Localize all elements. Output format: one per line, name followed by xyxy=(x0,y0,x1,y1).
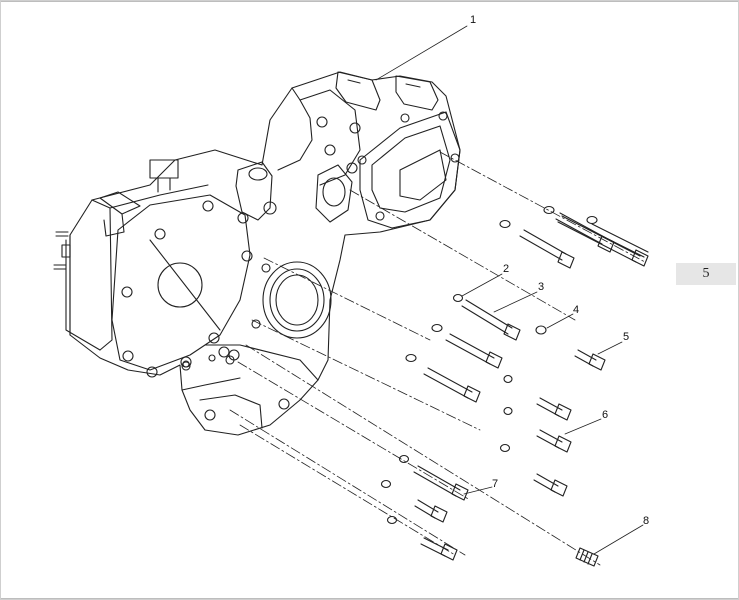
fasteners xyxy=(380,205,649,567)
washer-item-2 xyxy=(452,293,464,303)
long-bolt-4 xyxy=(555,212,615,253)
callout-3: 3 xyxy=(538,281,544,293)
washer xyxy=(499,219,511,229)
frame-bottom-rule xyxy=(1,598,738,599)
bolt-item-5 xyxy=(574,349,606,371)
callout-4: 4 xyxy=(573,304,579,316)
callout-leaders xyxy=(375,25,644,555)
mid-bolt-b xyxy=(423,367,481,403)
mid-bolt-a xyxy=(445,333,503,369)
stud-item-8 xyxy=(575,547,599,567)
page-number-label: 5 xyxy=(702,266,710,281)
page-number-tab[interactable]: 5 xyxy=(676,263,736,285)
bolt-item-7c xyxy=(420,537,458,561)
washer xyxy=(543,205,555,215)
washer-item-4 xyxy=(535,325,547,335)
callout-7: 7 xyxy=(492,478,498,490)
callout-6: 6 xyxy=(602,409,608,421)
callout-labels: 1 2 3 4 5 6 7 8 xyxy=(470,14,649,527)
long-bolt-1 xyxy=(557,215,649,267)
callout-8: 8 xyxy=(643,515,649,527)
bolt-item-6a xyxy=(536,397,572,421)
bolt-item-6c xyxy=(533,473,568,497)
front-cover-housing xyxy=(53,71,461,436)
callout-2: 2 xyxy=(503,263,509,275)
assembly-centerlines xyxy=(229,151,646,566)
frame-top-rule xyxy=(1,1,738,2)
callout-5: 5 xyxy=(623,331,629,343)
callout-1: 1 xyxy=(470,14,476,26)
long-bolt-3 xyxy=(519,229,575,269)
bolt-item-7 xyxy=(413,465,469,501)
bolt-item-7b xyxy=(414,499,448,523)
bolt-item-6b xyxy=(536,429,572,453)
washer xyxy=(586,215,598,225)
bolt-item-3 xyxy=(461,299,521,341)
